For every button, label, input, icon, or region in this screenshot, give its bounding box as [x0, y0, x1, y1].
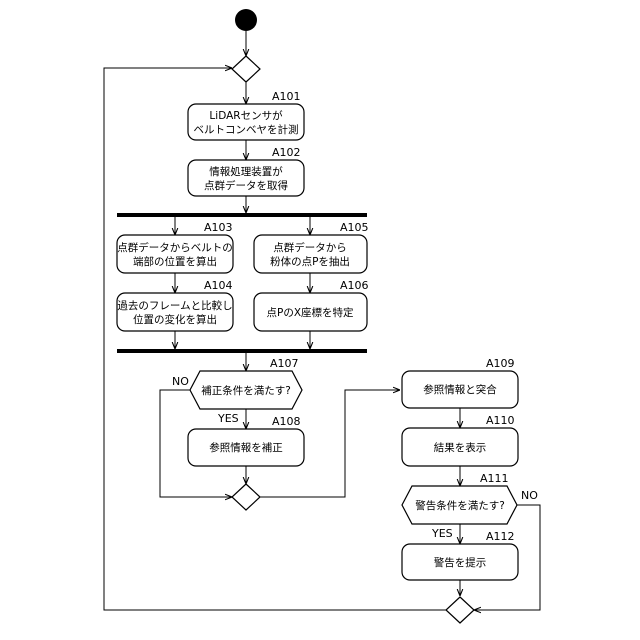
- step-a110-text: 結果を表示: [434, 441, 487, 454]
- decision-a107-yes-label: YES: [217, 412, 239, 425]
- step-a104-id: A104: [204, 279, 233, 292]
- step-a112-id: A112: [486, 530, 515, 543]
- step-a109-text: 参照情報と突合: [423, 383, 497, 396]
- step-a112-text: 警告を提示: [434, 556, 487, 569]
- step-a102-id: A102: [272, 146, 301, 159]
- step-a104-text-2: 位置の変化を算出: [133, 313, 217, 326]
- step-a105-text-1: 点群データから: [273, 241, 347, 254]
- step-a101-text-1: LiDARセンサが: [209, 109, 283, 122]
- step-a110-id: A110: [486, 414, 515, 427]
- step-a108-text: 参照情報を補正: [209, 441, 283, 454]
- step-a109-id: A109: [486, 357, 515, 370]
- step-a105-id: A105: [340, 221, 369, 234]
- decision-a107-id: A107: [270, 357, 299, 370]
- step-a108-id: A108: [272, 415, 301, 428]
- fork-bar: [117, 213, 367, 217]
- step-a101-id: A101: [272, 90, 301, 103]
- step-a104-text-1: 過去のフレームと比較し: [117, 299, 232, 312]
- decision-a111-yes-label: YES: [431, 527, 453, 540]
- decision-a111-id: A111: [480, 472, 509, 485]
- merge-node-top: [232, 56, 260, 82]
- step-a103-text-2: 端部の位置を算出: [133, 255, 217, 268]
- step-a105-text-2: 粉体の点Pを抽出: [270, 255, 350, 268]
- decision-a107-no-label: NO: [172, 375, 189, 388]
- merge-node-middle: [232, 484, 260, 510]
- decision-a107-text: 補正条件を満たす?: [201, 384, 291, 397]
- join-bar: [117, 349, 367, 353]
- decision-a111-no-label: NO: [521, 489, 538, 502]
- step-a101-text-2: ベルトコンベヤを計測: [194, 123, 299, 136]
- step-a103-id: A103: [204, 221, 233, 234]
- start-node: [235, 9, 257, 31]
- merge-node-bottom: [446, 597, 474, 623]
- step-a102-text-2: 点群データを取得: [204, 179, 288, 192]
- step-a106-text: 点PのX座標を特定: [266, 306, 354, 319]
- step-a102-text-1: 情報処理装置が: [209, 165, 283, 178]
- decision-a111-text: 警告条件を満たす?: [415, 499, 505, 512]
- step-a103-text-1: 点群データからベルトの: [117, 241, 233, 254]
- step-a106-id: A106: [340, 279, 369, 292]
